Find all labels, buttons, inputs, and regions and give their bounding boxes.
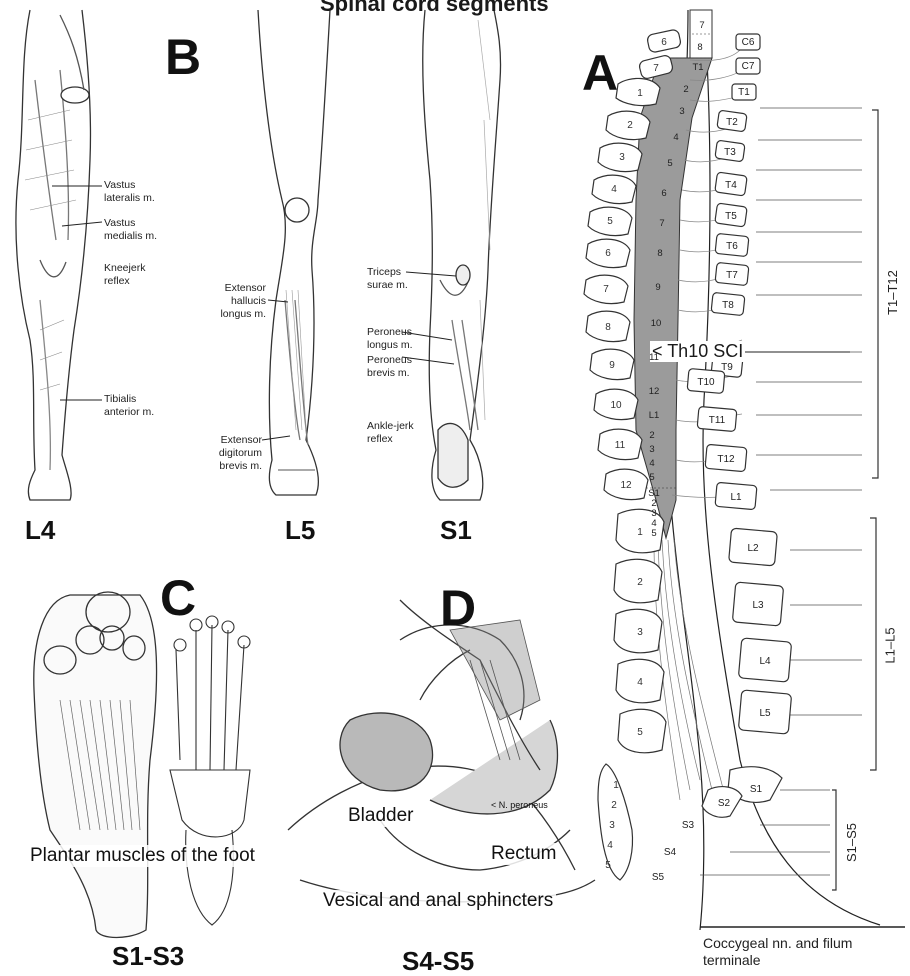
label-ankle-jerk-reflex: Ankle-jerk reflex — [367, 420, 417, 446]
label-extensor-digitorum-brevis: Extensor digitorum brevis m. — [200, 434, 262, 473]
foot-plantar-illustration — [34, 592, 157, 938]
label-peroneus-brevis: Peroneus brevis m. — [367, 354, 417, 380]
panel-letter-b: B — [165, 32, 201, 82]
caption-plantar-muscles: Plantar muscles of the foot — [27, 845, 258, 867]
label-tibialis-anterior: Tibialis anterior m. — [104, 393, 164, 419]
leg-l4-illustration — [16, 10, 91, 500]
panel-letter-a: A — [582, 48, 618, 98]
panel-letter-c: C — [160, 573, 196, 623]
label-kneejerk-reflex: Kneejerk reflex — [104, 262, 164, 288]
label-vesical-anal-sphincters: Vesical and anal sphincters — [320, 890, 556, 912]
label-rectum: Rectum — [488, 843, 559, 865]
level-label-s1: S1 — [440, 517, 472, 543]
footnote-coccygeal: Coccygeal nn. and filum terminale — [703, 935, 863, 969]
label-extensor-hallucis-longus: Extensor hallucis longus m. — [204, 282, 266, 321]
level-label-l5: L5 — [285, 517, 315, 543]
level-label-s4-s5: S4-S5 — [402, 948, 474, 974]
bracket-label-t1-t12: T1–T12 — [885, 270, 900, 315]
bracket-s1-s5 — [832, 790, 836, 890]
annotation-th10-sci: < Th10 SCI — [650, 341, 745, 362]
level-label-s1-s3: S1-S3 — [112, 943, 184, 969]
label-vastus-medialis: Vastus medialis m. — [104, 217, 174, 243]
panel-letter-d: D — [440, 583, 476, 633]
figure-title: Spinal cord segments — [320, 0, 549, 17]
level-label-l4: L4 — [25, 517, 55, 543]
root-label-boxes — [687, 34, 792, 817]
bracket-t1-t12 — [872, 110, 878, 478]
leg-s1-illustration — [423, 10, 501, 500]
leg-l4-shading — [25, 110, 76, 390]
label-n-peroneus: < N. peroneus — [491, 800, 548, 810]
bracket-label-l1-l5: L1–L5 — [883, 627, 898, 663]
bracket-label-s1-s5: S1–S5 — [844, 823, 859, 862]
leg-l5-illustration — [258, 10, 330, 495]
bracket-l1-l5 — [870, 518, 876, 770]
label-triceps-surae: Triceps surae m. — [367, 266, 417, 292]
label-vastus-lateralis: Vastus lateralis m. — [104, 179, 174, 205]
label-peroneus-longus: Peroneus longus m. — [367, 326, 417, 352]
label-bladder: Bladder — [345, 805, 417, 827]
foot-skeleton-illustration — [170, 616, 250, 925]
